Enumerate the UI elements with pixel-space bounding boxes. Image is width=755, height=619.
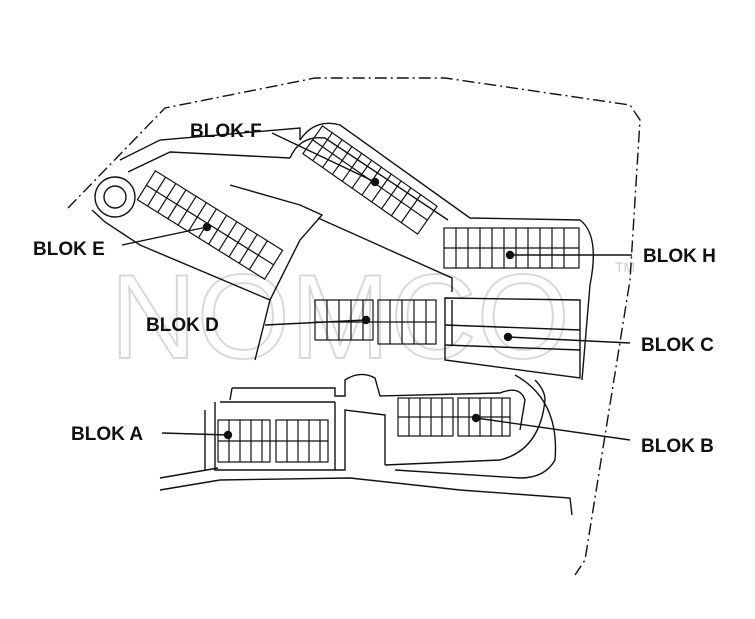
leader-blok-e — [121, 226, 208, 246]
watermark: NOMCO TM — [109, 249, 635, 385]
leader-dot-blok-e — [202, 222, 212, 232]
leader-blok-a — [161, 432, 229, 436]
leader-blok-f — [271, 132, 376, 183]
label-blok-h: BLOK H — [643, 246, 716, 267]
label-blok-a: BLOK A — [71, 424, 143, 445]
label-blok-f: BLOK-F — [190, 121, 262, 142]
leader-dot-blok-a — [223, 430, 233, 440]
label-blok-c: BLOK C — [641, 335, 714, 356]
road-outlines — [91, 122, 595, 516]
label-blok-e: BLOK E — [33, 239, 105, 260]
leader-blok-b — [475, 417, 631, 441]
leader-dot-blok-h — [505, 250, 515, 260]
watermark-tm: TM — [615, 259, 635, 275]
leader-lines — [121, 132, 632, 441]
leader-dot-blok-b — [471, 413, 481, 423]
leader-blok-c — [507, 336, 631, 344]
blok-d-units — [314, 299, 437, 345]
label-blok-b: BLOK B — [641, 436, 714, 457]
blok-e-units — [136, 170, 284, 280]
blok-a-units — [217, 419, 329, 463]
leader-dot-blok-c — [503, 332, 513, 342]
block-labels: BLOK-F BLOK E BLOK D BLOK H BLOK C BLOK … — [33, 121, 716, 457]
blok-b-units — [397, 397, 511, 437]
watermark-text: NOMCO — [110, 250, 570, 384]
leader-dot-blok-d — [361, 315, 371, 325]
leader-blok-d — [264, 319, 367, 326]
label-blok-d: BLOK D — [146, 315, 219, 336]
site-boundary — [67, 77, 641, 576]
leader-dot-blok-f — [370, 177, 380, 187]
blok-h-units — [443, 227, 580, 269]
